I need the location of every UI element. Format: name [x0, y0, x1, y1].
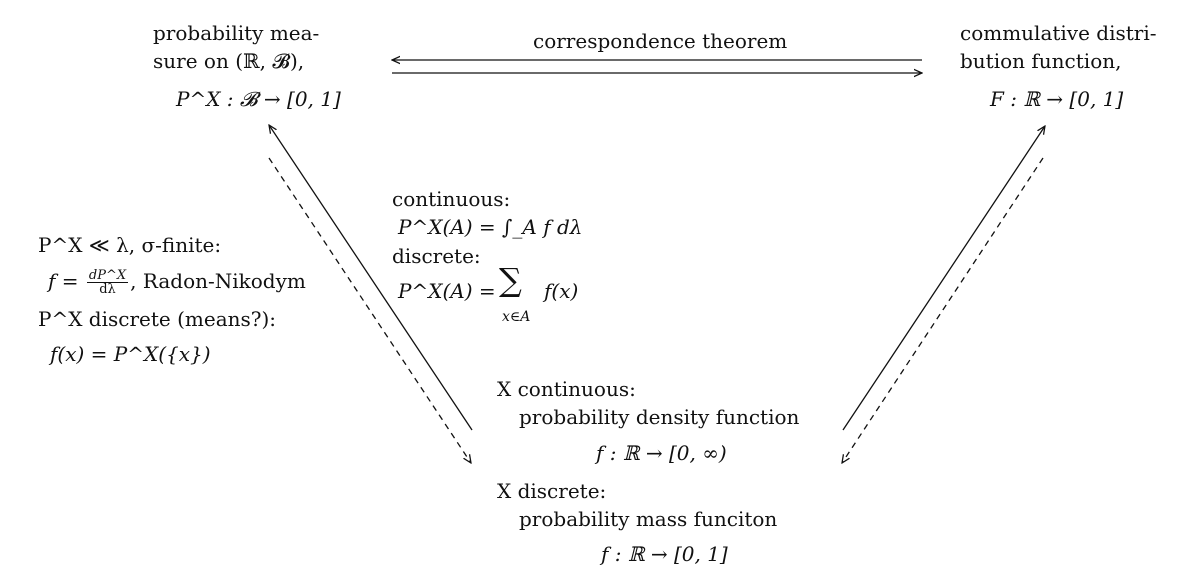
arrow-density-to-cdf	[842, 126, 1045, 431]
density-node-pmf-name: probability mass funciton	[519, 507, 778, 531]
cdf-node-map: F : ℝ → [0, 1]	[990, 87, 1124, 111]
middle-discrete-lhs: P^X(A) =	[398, 279, 496, 303]
sum-symbol: ∑	[499, 261, 522, 299]
arrow-measure-to-density	[268, 157, 471, 463]
sum-subscript: x∈A	[502, 309, 531, 325]
measure-node-line1: probability mea-	[153, 21, 320, 45]
measure-node-space: (ℝ, 𝓑),	[235, 49, 305, 73]
rn-frac-num: dP^X	[86, 268, 129, 283]
middle-discrete-label: discrete:	[392, 244, 481, 268]
left-note-pmf-formula: f(x) = P^X({x})	[50, 342, 211, 366]
rn-lhs: f =	[48, 269, 79, 293]
measure-node-line2: sure on (ℝ, 𝓑),	[153, 48, 304, 74]
density-node-pmf-map: f : ℝ → [0, 1]	[601, 542, 728, 566]
left-note-discrete: P^X discrete (means?):	[38, 307, 277, 331]
arrow-cdf-to-density	[842, 157, 1044, 463]
cdf-node-line1: commulative distri-	[960, 21, 1157, 45]
middle-continuous-formula: P^X(A) = ∫_A f dλ	[398, 215, 583, 239]
measure-node-map: P^X : 𝓑 → [0, 1]	[176, 87, 341, 111]
measure-node-line2-prefix: sure on	[153, 49, 236, 73]
density-node-pdf-name: probability density function	[519, 405, 800, 429]
middle-continuous-label: continuous:	[392, 187, 511, 211]
left-note-absolute-continuity: P^X ≪ λ, σ-finite:	[38, 233, 222, 257]
arrow-density-to-measure	[269, 125, 473, 431]
density-node-pdf-map: f : ℝ → [0, ∞)	[596, 441, 727, 465]
density-node-disc-label: X discrete:	[497, 479, 607, 503]
correspondence-label: correspondence theorem	[533, 29, 788, 53]
middle-discrete-rhs: f(x)	[544, 279, 579, 303]
rn-frac-den: dλ	[99, 282, 116, 297]
rn-rest: , Radon-Nikodym	[130, 269, 306, 293]
density-node-cont-label: X continuous:	[497, 377, 636, 401]
cdf-node-line2: bution function,	[960, 49, 1122, 73]
